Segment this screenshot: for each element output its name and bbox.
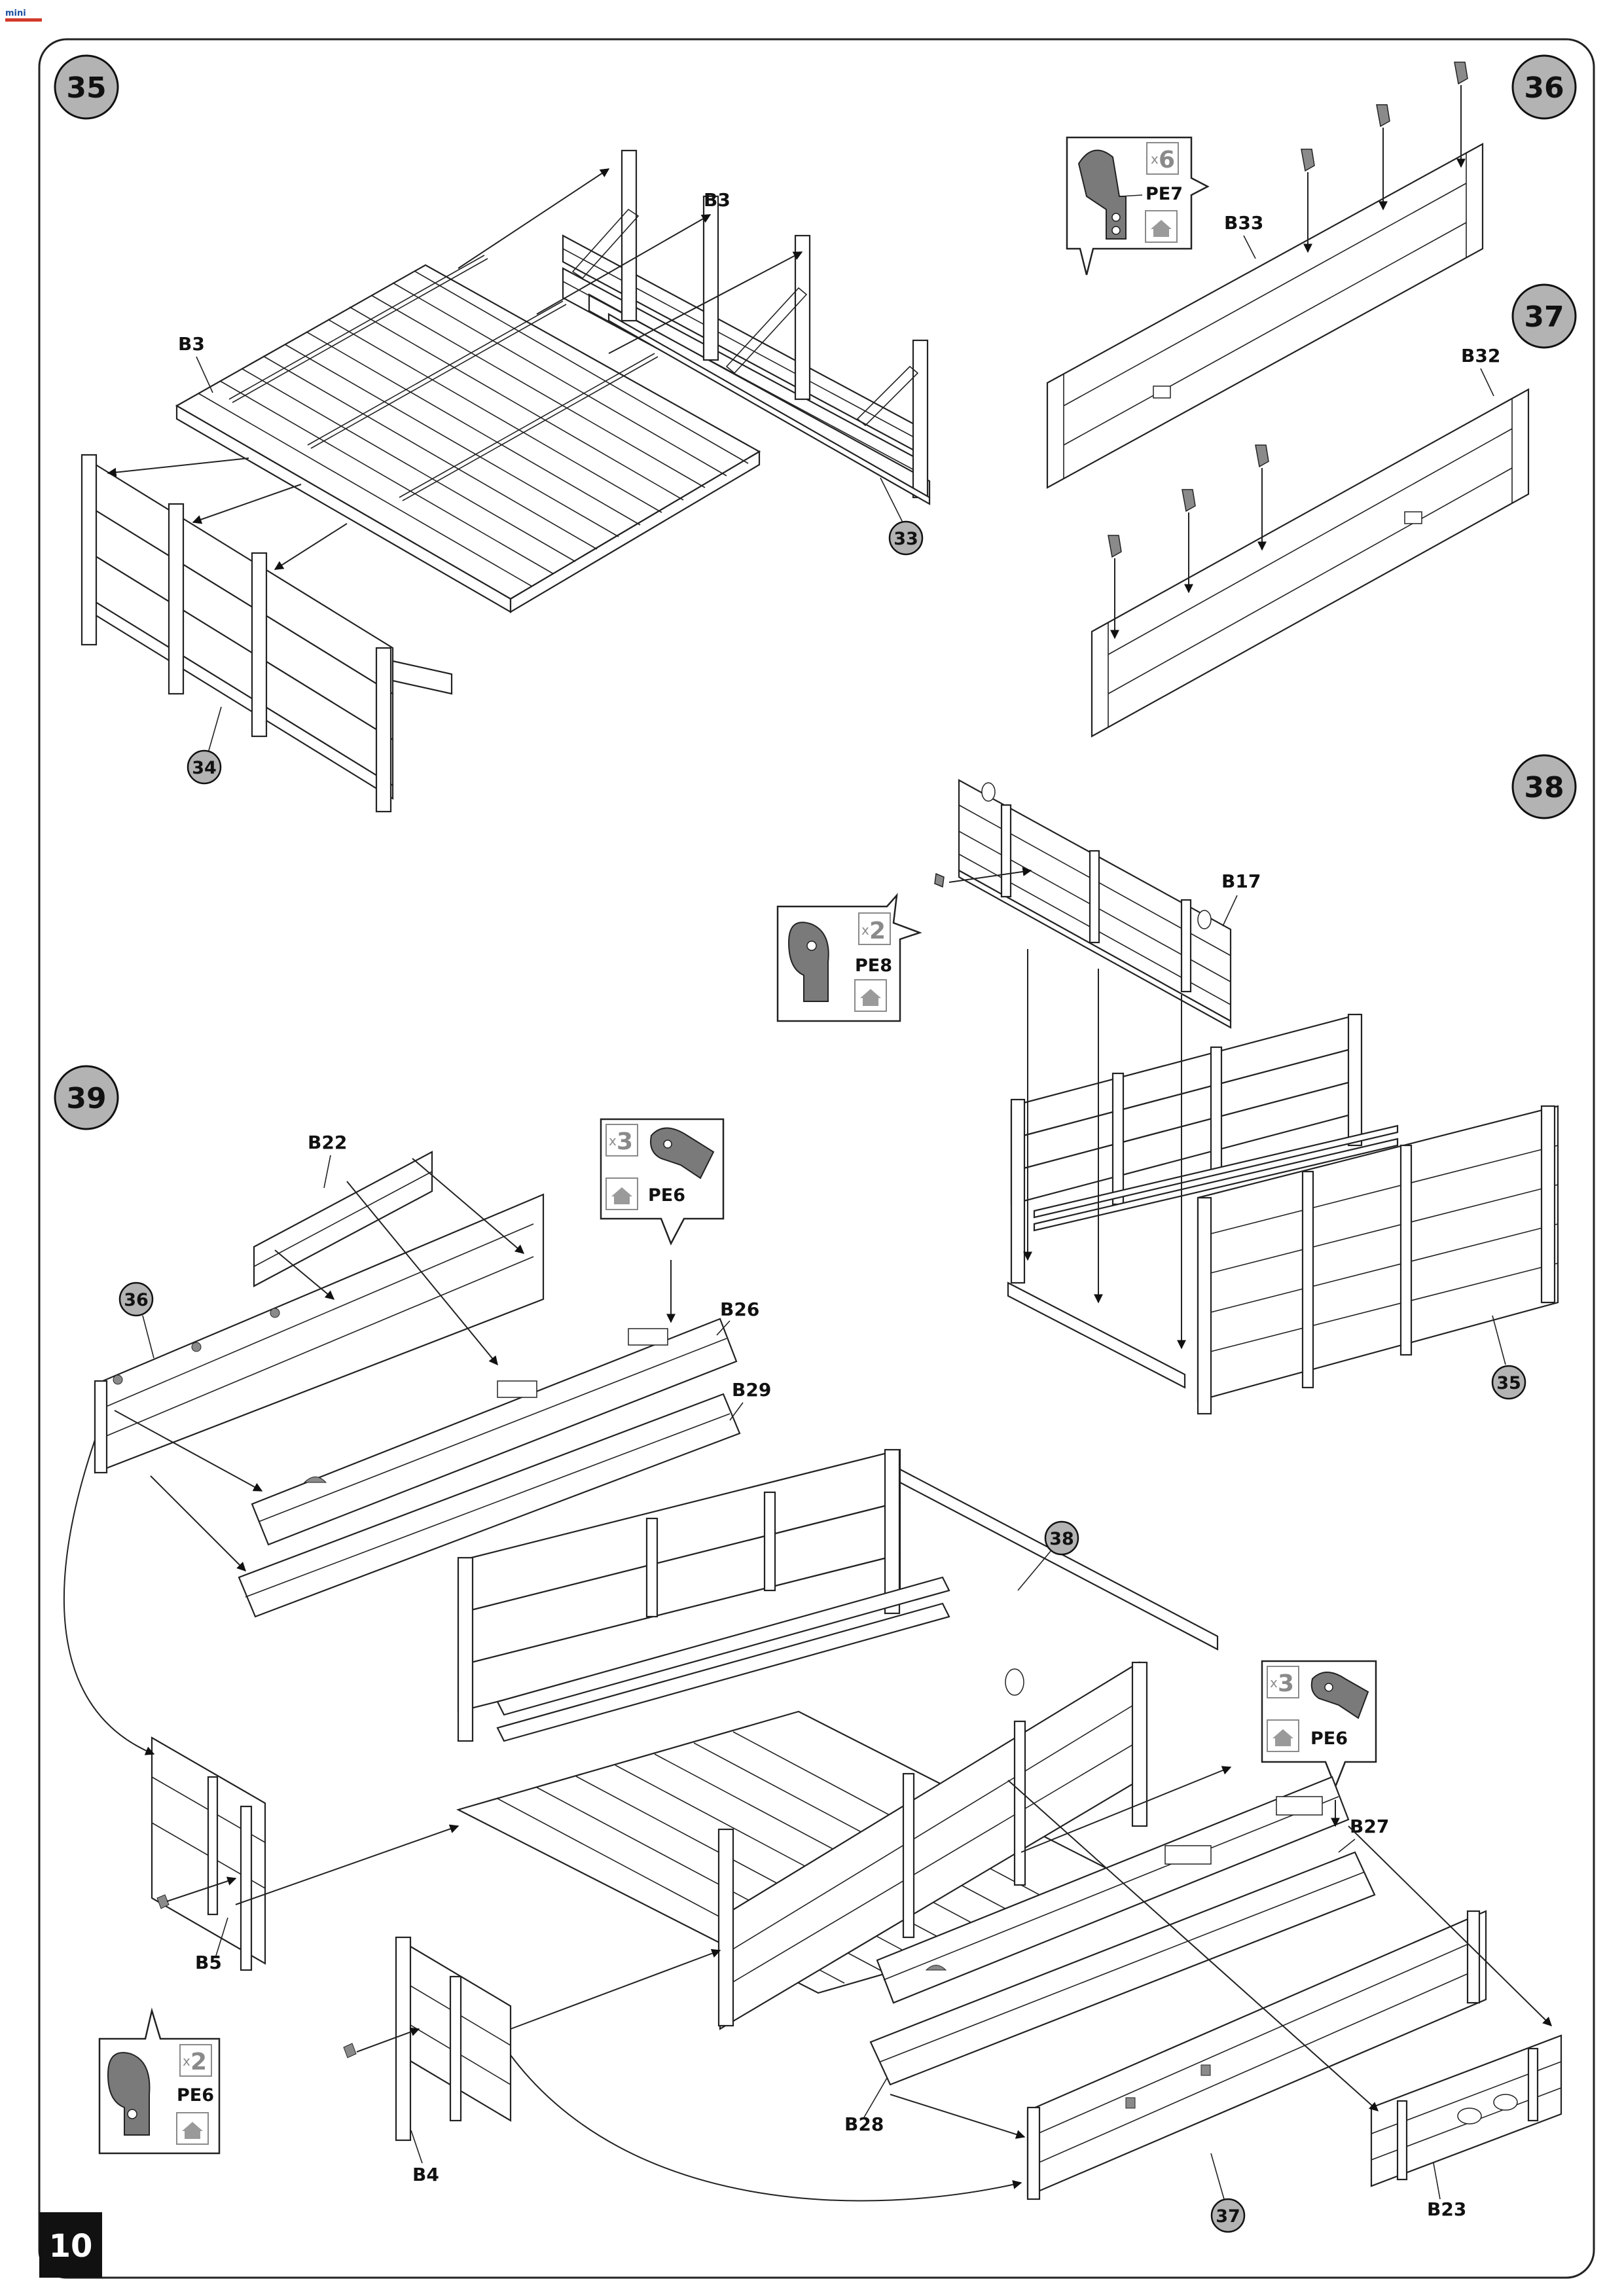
ref-badge-38: 38 [1017, 1520, 1079, 1591]
part-label-pe8: PE8 [855, 956, 892, 976]
photo-etch-part-icon [787, 922, 829, 1002]
part-label-b4: B4 [412, 2164, 439, 2185]
part-label-b3: B3 [178, 333, 205, 355]
panel-b22 [253, 1151, 433, 1287]
page-number: 10 [49, 2228, 93, 2265]
callout-pe6-top: x 3 PE6 [600, 1118, 725, 1246]
quantity: 2 [190, 2049, 207, 2075]
assembly-33 [562, 149, 931, 505]
svg-text:x: x [861, 922, 869, 938]
ref-badge-36: 36 [118, 1282, 154, 1359]
callout-pe8: x 2 PE8 [776, 893, 922, 1022]
part-label-pe6: PE6 [177, 2085, 214, 2106]
assembly-37 [1026, 1910, 1487, 2200]
board-b26 [251, 1318, 738, 1546]
part-label-b5: B5 [195, 1952, 222, 1973]
part-label-b23: B23 [1427, 2198, 1466, 2220]
assembly-35 [1007, 1013, 1559, 1415]
svg-text:x: x [183, 2053, 190, 2069]
side-board-b33 [1046, 143, 1484, 489]
assembly-34 [81, 454, 453, 813]
step-badge-36: 36 [1511, 54, 1577, 120]
part-label-b29: B29 [732, 1379, 771, 1401]
svg-text:x: x [1151, 151, 1159, 167]
part-label-b33: B33 [1224, 212, 1263, 234]
mount-on-top-icon [176, 2112, 209, 2145]
ref-badge-34: 34 [187, 706, 222, 785]
step-number: 39 [66, 1082, 106, 1115]
mount-on-top-icon [1145, 210, 1178, 243]
assembly-38 [456, 1448, 1219, 2030]
logo-text: mini [5, 9, 26, 18]
board-b28 [869, 1851, 1376, 2086]
step-36-diagram: x 6 PE7 B33 [1046, 62, 1484, 489]
page-frame [38, 38, 1595, 2279]
mount-on-top-icon [1267, 1719, 1299, 1752]
ref-badge-33: 33 [880, 477, 924, 556]
step-37-diagram: B32 [1091, 345, 1530, 738]
quantity: 3 [1278, 1670, 1294, 1697]
panel-b4 [395, 1936, 512, 2142]
step-number: 37 [1524, 300, 1564, 334]
svg-text:x: x [1270, 1675, 1278, 1691]
quantity: 3 [617, 1128, 633, 1155]
panel-b5 [151, 1736, 266, 1971]
panel-b23 [1370, 2034, 1562, 2187]
quantity: 6 [1159, 147, 1175, 173]
ref-badge-37: 37 [1210, 2153, 1246, 2233]
photo-etch-part-icon [107, 2052, 151, 2136]
part-label-b17: B17 [1221, 870, 1261, 892]
ref-number: 36 [124, 1290, 149, 1310]
step-badge-38: 38 [1511, 754, 1577, 819]
photo-etch-part-icon [1310, 1672, 1369, 1719]
step-number: 38 [1524, 771, 1564, 804]
mount-on-top-icon [854, 979, 887, 1012]
part-label-b3-second: B3 [704, 189, 731, 211]
quantity: 2 [869, 918, 886, 944]
side-board-b32 [1091, 388, 1530, 738]
assembly-36 [94, 1193, 545, 1474]
page-number-tab: 10 [39, 2212, 102, 2278]
ref-number: 34 [192, 758, 217, 778]
part-label-pe7: PE7 [1146, 184, 1183, 204]
ref-number: 33 [893, 529, 918, 549]
ref-badge-35: 35 [1491, 1315, 1526, 1400]
part-label-b32: B32 [1461, 345, 1500, 367]
step-35-diagram: B3 B3 [81, 149, 931, 813]
callout-pe6-left: x 2 PE6 [98, 2007, 221, 2155]
step-badge-39: 39 [54, 1065, 119, 1130]
part-label-pe6: PE6 [648, 1185, 685, 1206]
step-39-diagram: x 3 PE6 x 3 PE6 [63, 1118, 1562, 2233]
callout-pe6-right: x 3 PE6 [1261, 1660, 1377, 1789]
ref-number: 38 [1049, 1529, 1074, 1549]
part-label-b22: B22 [308, 1132, 347, 1153]
ref-number: 37 [1216, 2206, 1240, 2227]
brand-logo: mini [4, 4, 43, 24]
part-label-pe6: PE6 [1310, 1729, 1348, 1749]
board-b29 [238, 1393, 741, 1618]
ref-number: 35 [1496, 1373, 1521, 1393]
step-38-diagram: x 2 PE8 B17 [776, 779, 1559, 1415]
step-number: 36 [1524, 71, 1564, 105]
part-label-b26: B26 [720, 1299, 759, 1320]
floor-panel-b3 [175, 255, 761, 613]
step-badge-35: 35 [54, 54, 119, 120]
rear-board-b17 [958, 779, 1232, 1029]
board-b27 [876, 1776, 1350, 2004]
svg-text:x: x [609, 1133, 617, 1149]
callout-pe7: x 6 PE7 [1066, 136, 1210, 276]
mount-on-top-icon [605, 1177, 638, 1210]
step-number: 35 [66, 71, 106, 105]
step-badge-37: 37 [1511, 283, 1577, 349]
